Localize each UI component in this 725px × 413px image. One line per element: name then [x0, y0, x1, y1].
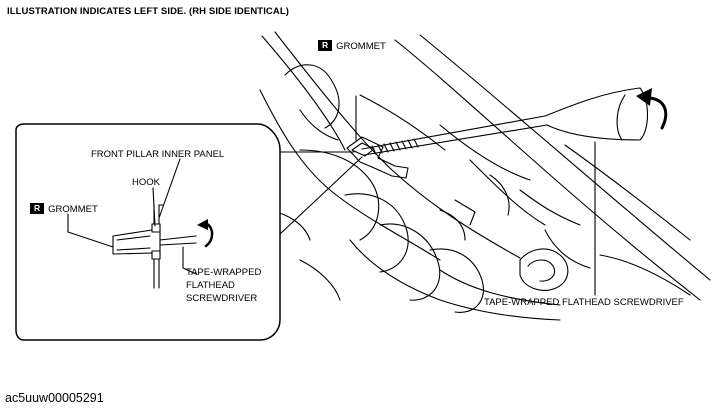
- r-badge-icon: R: [318, 40, 333, 51]
- leader-hook: [152, 187, 156, 227]
- figure-id-caption: ac5uuw00005291: [5, 391, 104, 405]
- callout-line-lower: [279, 156, 363, 235]
- leader-grommet: [67, 213, 114, 248]
- rotation-arrow-detail: [204, 222, 214, 248]
- pillar-outline: [259, 31, 711, 321]
- label-tool-main: TAPE-WRAPPED FLATHEAD SCREWDRIVEF: [484, 297, 684, 308]
- label-tool-detail-2: FLATHEAD: [186, 280, 235, 291]
- label-grommet-text: GROMMET: [48, 204, 98, 215]
- label-tool-detail-1: TAPE-WRAPPED: [186, 267, 262, 278]
- label-front-pillar-inner-panel: FRONT PILLAR INNER PANEL: [91, 149, 225, 160]
- leader-tool-detail: [182, 246, 197, 275]
- rotation-arrow-main: [648, 96, 668, 130]
- leader-panel: [158, 158, 181, 219]
- label-grommet-main-text: GROMMET: [336, 41, 386, 52]
- rotation-arrowhead-detail: [197, 219, 208, 230]
- r-badge-icon: R: [30, 203, 45, 214]
- label-tool-detail-3: SCREWDRIVER: [186, 293, 258, 304]
- illustration-header: ILLUSTRATION INDICATES LEFT SIDE. (RH SI…: [7, 6, 290, 17]
- label-hook: HOOK: [132, 177, 160, 188]
- grommet-detail: [112, 223, 197, 260]
- rotation-arrowhead-main: [636, 88, 652, 106]
- screwdriver-main: [361, 87, 649, 296]
